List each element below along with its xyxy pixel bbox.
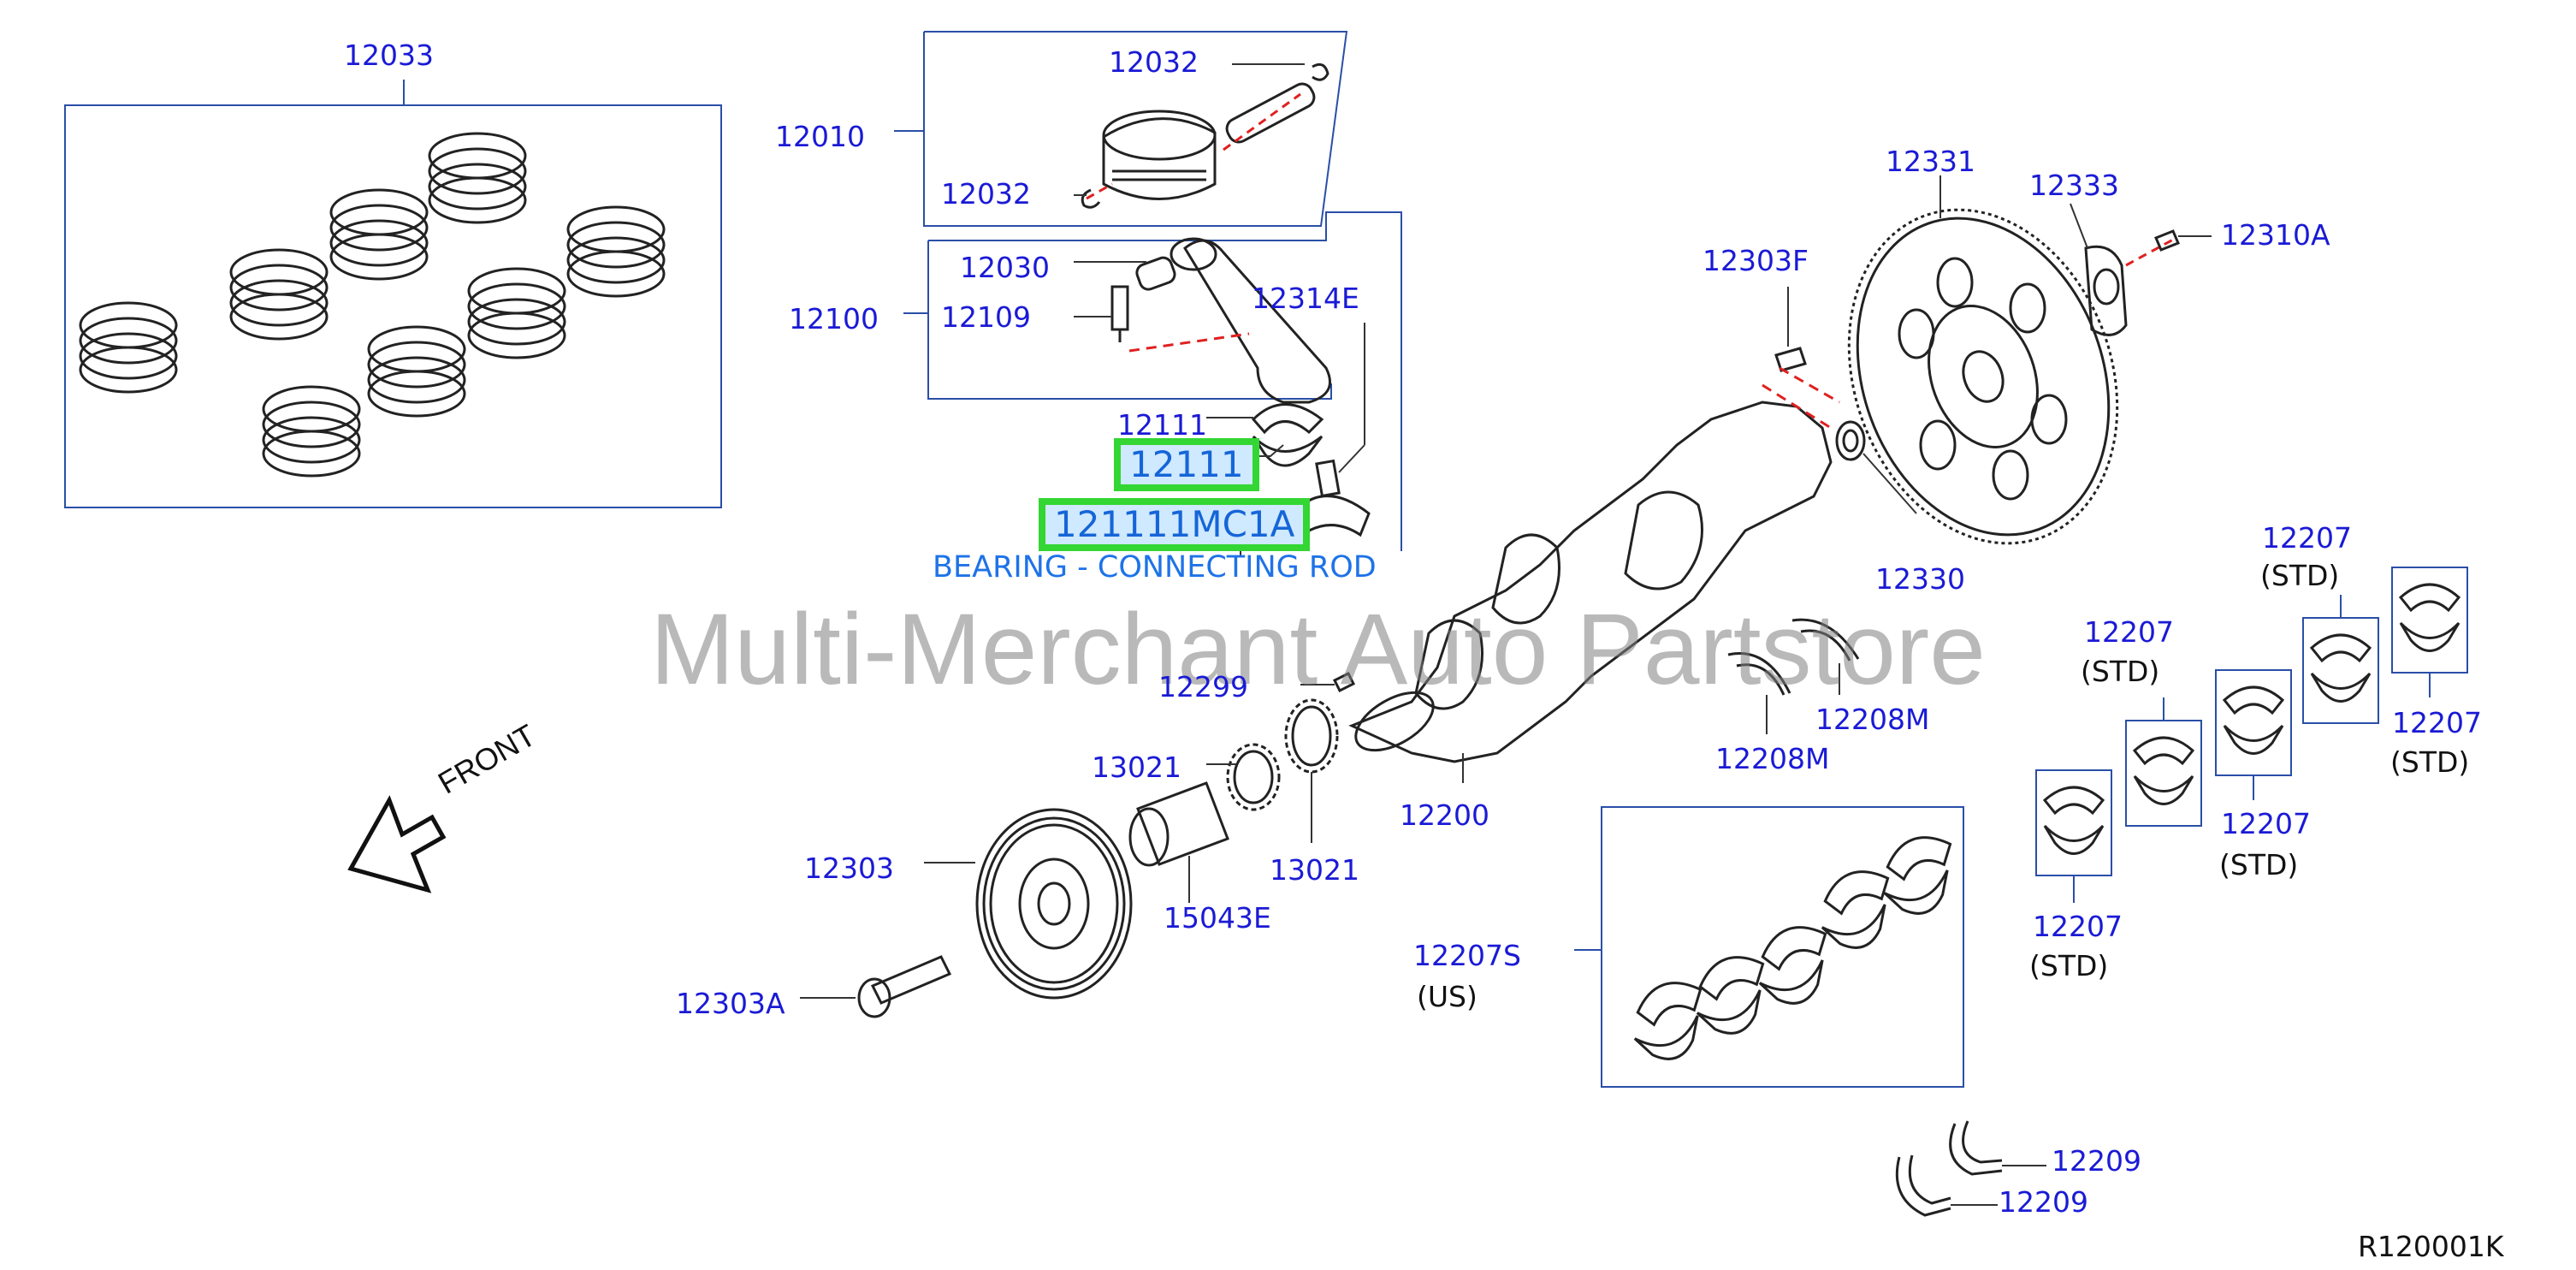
part-label-12331[interactable]: 12331 <box>1886 145 1975 178</box>
variant-label-std-b1: (STD) <box>2029 949 2109 982</box>
watermark: Multi-Merchant Auto Partstore <box>650 593 1986 706</box>
variant-label-std-b3: (STD) <box>2219 848 2299 881</box>
variant-label-std-b4: (STD) <box>2260 559 2340 592</box>
diagram-reference-code: R120001K <box>2358 1230 2504 1263</box>
part-label-12207-b2[interactable]: 12207 <box>2084 615 2174 649</box>
thrust-washer-drawing <box>1727 618 1860 734</box>
part-label-12207-b3[interactable]: 12207 <box>2221 807 2311 840</box>
part-label-12208M-lower[interactable]: 12208M <box>1715 742 1830 775</box>
part-label-12207S[interactable]: 12207S <box>1413 939 1521 972</box>
part-label-13021-right[interactable]: 13021 <box>1270 853 1359 887</box>
part-label-12207-b1[interactable]: 12207 <box>2033 910 2123 943</box>
part-label-12032-bottom[interactable]: 12032 <box>941 177 1031 211</box>
piston-ring-set-drawing <box>79 132 666 478</box>
front-arrow-icon <box>347 795 447 893</box>
piston-ring-set-box <box>64 104 722 508</box>
variant-label-std-b5: (STD) <box>2390 745 2470 779</box>
part-label-12314E[interactable]: 12314E <box>1252 282 1359 315</box>
main-bearing-set-drawing <box>1633 836 1952 1060</box>
part-label-13021-left[interactable]: 13021 <box>1092 751 1181 784</box>
part-label-12207-b4[interactable]: 12207 <box>2262 521 2352 555</box>
crankshaft-drawing <box>1300 401 1833 783</box>
piston-callout-box <box>923 31 1348 227</box>
drive-plate-drawing <box>1847 175 2212 545</box>
highlighted-part-number[interactable]: 121111MC1A <box>1038 498 1311 551</box>
part-label-12208M-upper[interactable]: 12208M <box>1815 703 1930 736</box>
highlighted-part-12111[interactable]: 12111 <box>1114 438 1259 491</box>
part-label-12209-top[interactable]: 12209 <box>2052 1144 2141 1178</box>
sprocket-drawing <box>1206 698 1339 843</box>
pulley-bolt-drawing <box>800 955 952 1018</box>
part-label-12310A[interactable]: 12310A <box>2221 218 2330 252</box>
part-label-12209-bottom[interactable]: 12209 <box>1999 1185 2088 1219</box>
part-label-12303A[interactable]: 12303A <box>676 987 785 1020</box>
oil-pump-drive-drawing <box>1128 781 1229 903</box>
connecting-rod-callout-box <box>928 211 1402 551</box>
thrust-washer-12209-drawing <box>1895 1120 2046 1217</box>
main-bearing-std-drawings <box>2035 567 2468 903</box>
part-label-12032-top[interactable]: 12032 <box>1109 45 1199 79</box>
highlighted-part-description: BEARING - CONNECTING ROD <box>933 550 1377 585</box>
variant-label-std-b2: (STD) <box>2081 655 2160 688</box>
part-label-12303F[interactable]: 12303F <box>1703 244 1809 277</box>
part-label-12030[interactable]: 12030 <box>960 251 1050 284</box>
part-label-12299[interactable]: 12299 <box>1158 670 1248 703</box>
part-label-12100[interactable]: 12100 <box>789 302 879 335</box>
piston-drawing <box>1074 62 1329 209</box>
part-label-12109[interactable]: 12109 <box>941 300 1031 334</box>
part-label-12111[interactable]: 12111 <box>1117 408 1207 442</box>
part-label-12010[interactable]: 12010 <box>775 120 865 153</box>
part-label-12303[interactable]: 12303 <box>804 852 894 885</box>
part-label-12033[interactable]: 12033 <box>344 39 434 72</box>
crank-pulley-drawing <box>924 808 1133 1000</box>
part-label-12330[interactable]: 12330 <box>1875 562 1965 596</box>
main-bearing-set-box <box>1601 806 1964 1088</box>
variant-label-us: (US) <box>1417 980 1477 1013</box>
connecting-rod-drawing <box>1074 237 1371 556</box>
part-label-15043E[interactable]: 15043E <box>1164 901 1271 935</box>
part-label-12207-b5[interactable]: 12207 <box>2392 706 2482 739</box>
crank-bolt-seal-drawing <box>1762 287 1917 514</box>
part-label-12333[interactable]: 12333 <box>2029 169 2119 202</box>
part-label-12200[interactable]: 12200 <box>1400 798 1489 832</box>
